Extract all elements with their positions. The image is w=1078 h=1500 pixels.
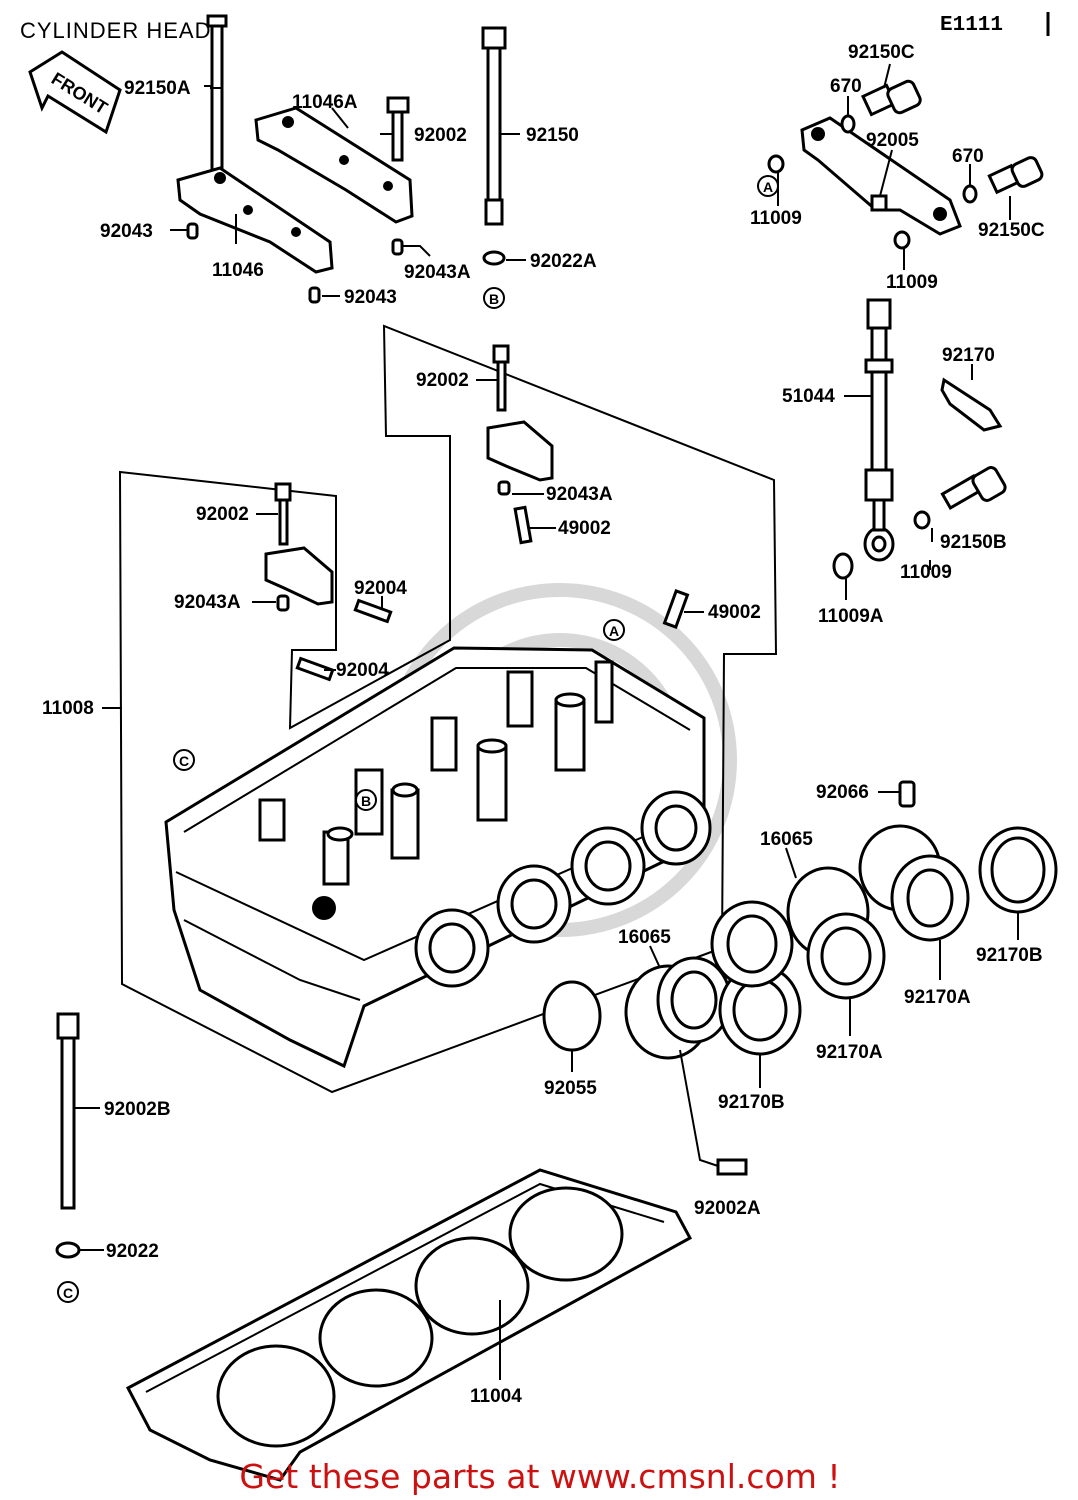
label-92022A: 92022A: [530, 251, 597, 272]
label-92170: 92170: [942, 345, 995, 366]
label-49002-b: 49002: [708, 602, 761, 623]
label-92066: 92066: [816, 782, 869, 803]
diagram-code: E1111: [940, 14, 1003, 37]
label-92170B-bottom: 92170B: [718, 1092, 785, 1113]
label-92150C-right: 92150C: [978, 220, 1045, 241]
label-92150A: 92150A: [124, 78, 191, 99]
ref-marker-c-head: C: [179, 753, 189, 769]
label-92022: 92022: [106, 1241, 159, 1262]
ref-marker-b-head: B: [361, 793, 371, 809]
ref-marker-c: C: [63, 1285, 73, 1301]
label-670-a: 670: [830, 76, 862, 97]
label-92055: 92055: [544, 1078, 597, 1099]
label-92002-left: 92002: [196, 504, 249, 525]
label-92005: 92005: [866, 130, 919, 151]
cylinder-head: [164, 646, 712, 1069]
label-11009-c: 11009: [900, 562, 952, 583]
ref-marker-a: A: [763, 179, 773, 195]
label-92170A-a: 92170A: [904, 987, 971, 1008]
label-11009A: 11009A: [818, 606, 884, 627]
label-92150: 92150: [526, 125, 579, 146]
label-16065-a: 16065: [760, 829, 813, 850]
label-92150C-top: 92150C: [848, 42, 915, 63]
label-49002-a: 49002: [558, 518, 611, 539]
label-51044: 51044: [782, 386, 835, 407]
label-92043A-mid: 92043A: [546, 484, 613, 505]
label-92002B: 92002B: [104, 1099, 171, 1120]
label-92170B-right: 92170B: [976, 945, 1043, 966]
label-92004-b: 92004: [336, 660, 389, 681]
label-92043A-left: 92043A: [174, 592, 241, 613]
label-16065-b: 16065: [618, 927, 671, 948]
label-11046: 11046: [212, 260, 264, 281]
head-gasket: [125, 1168, 693, 1482]
ref-marker-a-head: A: [609, 623, 619, 639]
label-92002A: 92002A: [694, 1198, 761, 1219]
label-11009-a: 11009: [750, 208, 802, 229]
ref-marker-b: B: [489, 291, 499, 307]
label-11046A: 11046A: [292, 92, 358, 113]
label-670-b: 670: [952, 146, 984, 167]
label-92002-mid: 92002: [416, 370, 469, 391]
intake-holders: [624, 780, 1058, 1060]
front-arrow-icon: FRONT: [28, 50, 122, 135]
diagram-title: CYLINDER HEAD: [20, 18, 211, 43]
label-92170A-b: 92170A: [816, 1042, 883, 1063]
label-11004: 11004: [470, 1386, 522, 1407]
label-11008: 11008: [42, 698, 94, 719]
label-92002-top: 92002: [414, 125, 467, 146]
footer-link[interactable]: Get these parts at www.cmsnl.com !: [239, 1457, 840, 1496]
part-labels: 92150A 11046A 92002 92150 92043 11046 92…: [42, 42, 1045, 1407]
label-92004-a: 92004: [354, 578, 407, 599]
label-92150B: 92150B: [940, 532, 1007, 553]
label-92043-bottom: 92043: [344, 287, 397, 308]
label-11009-b: 11009: [886, 272, 938, 293]
label-92043-left: 92043: [100, 221, 153, 242]
label-92043A-top: 92043A: [404, 262, 471, 283]
